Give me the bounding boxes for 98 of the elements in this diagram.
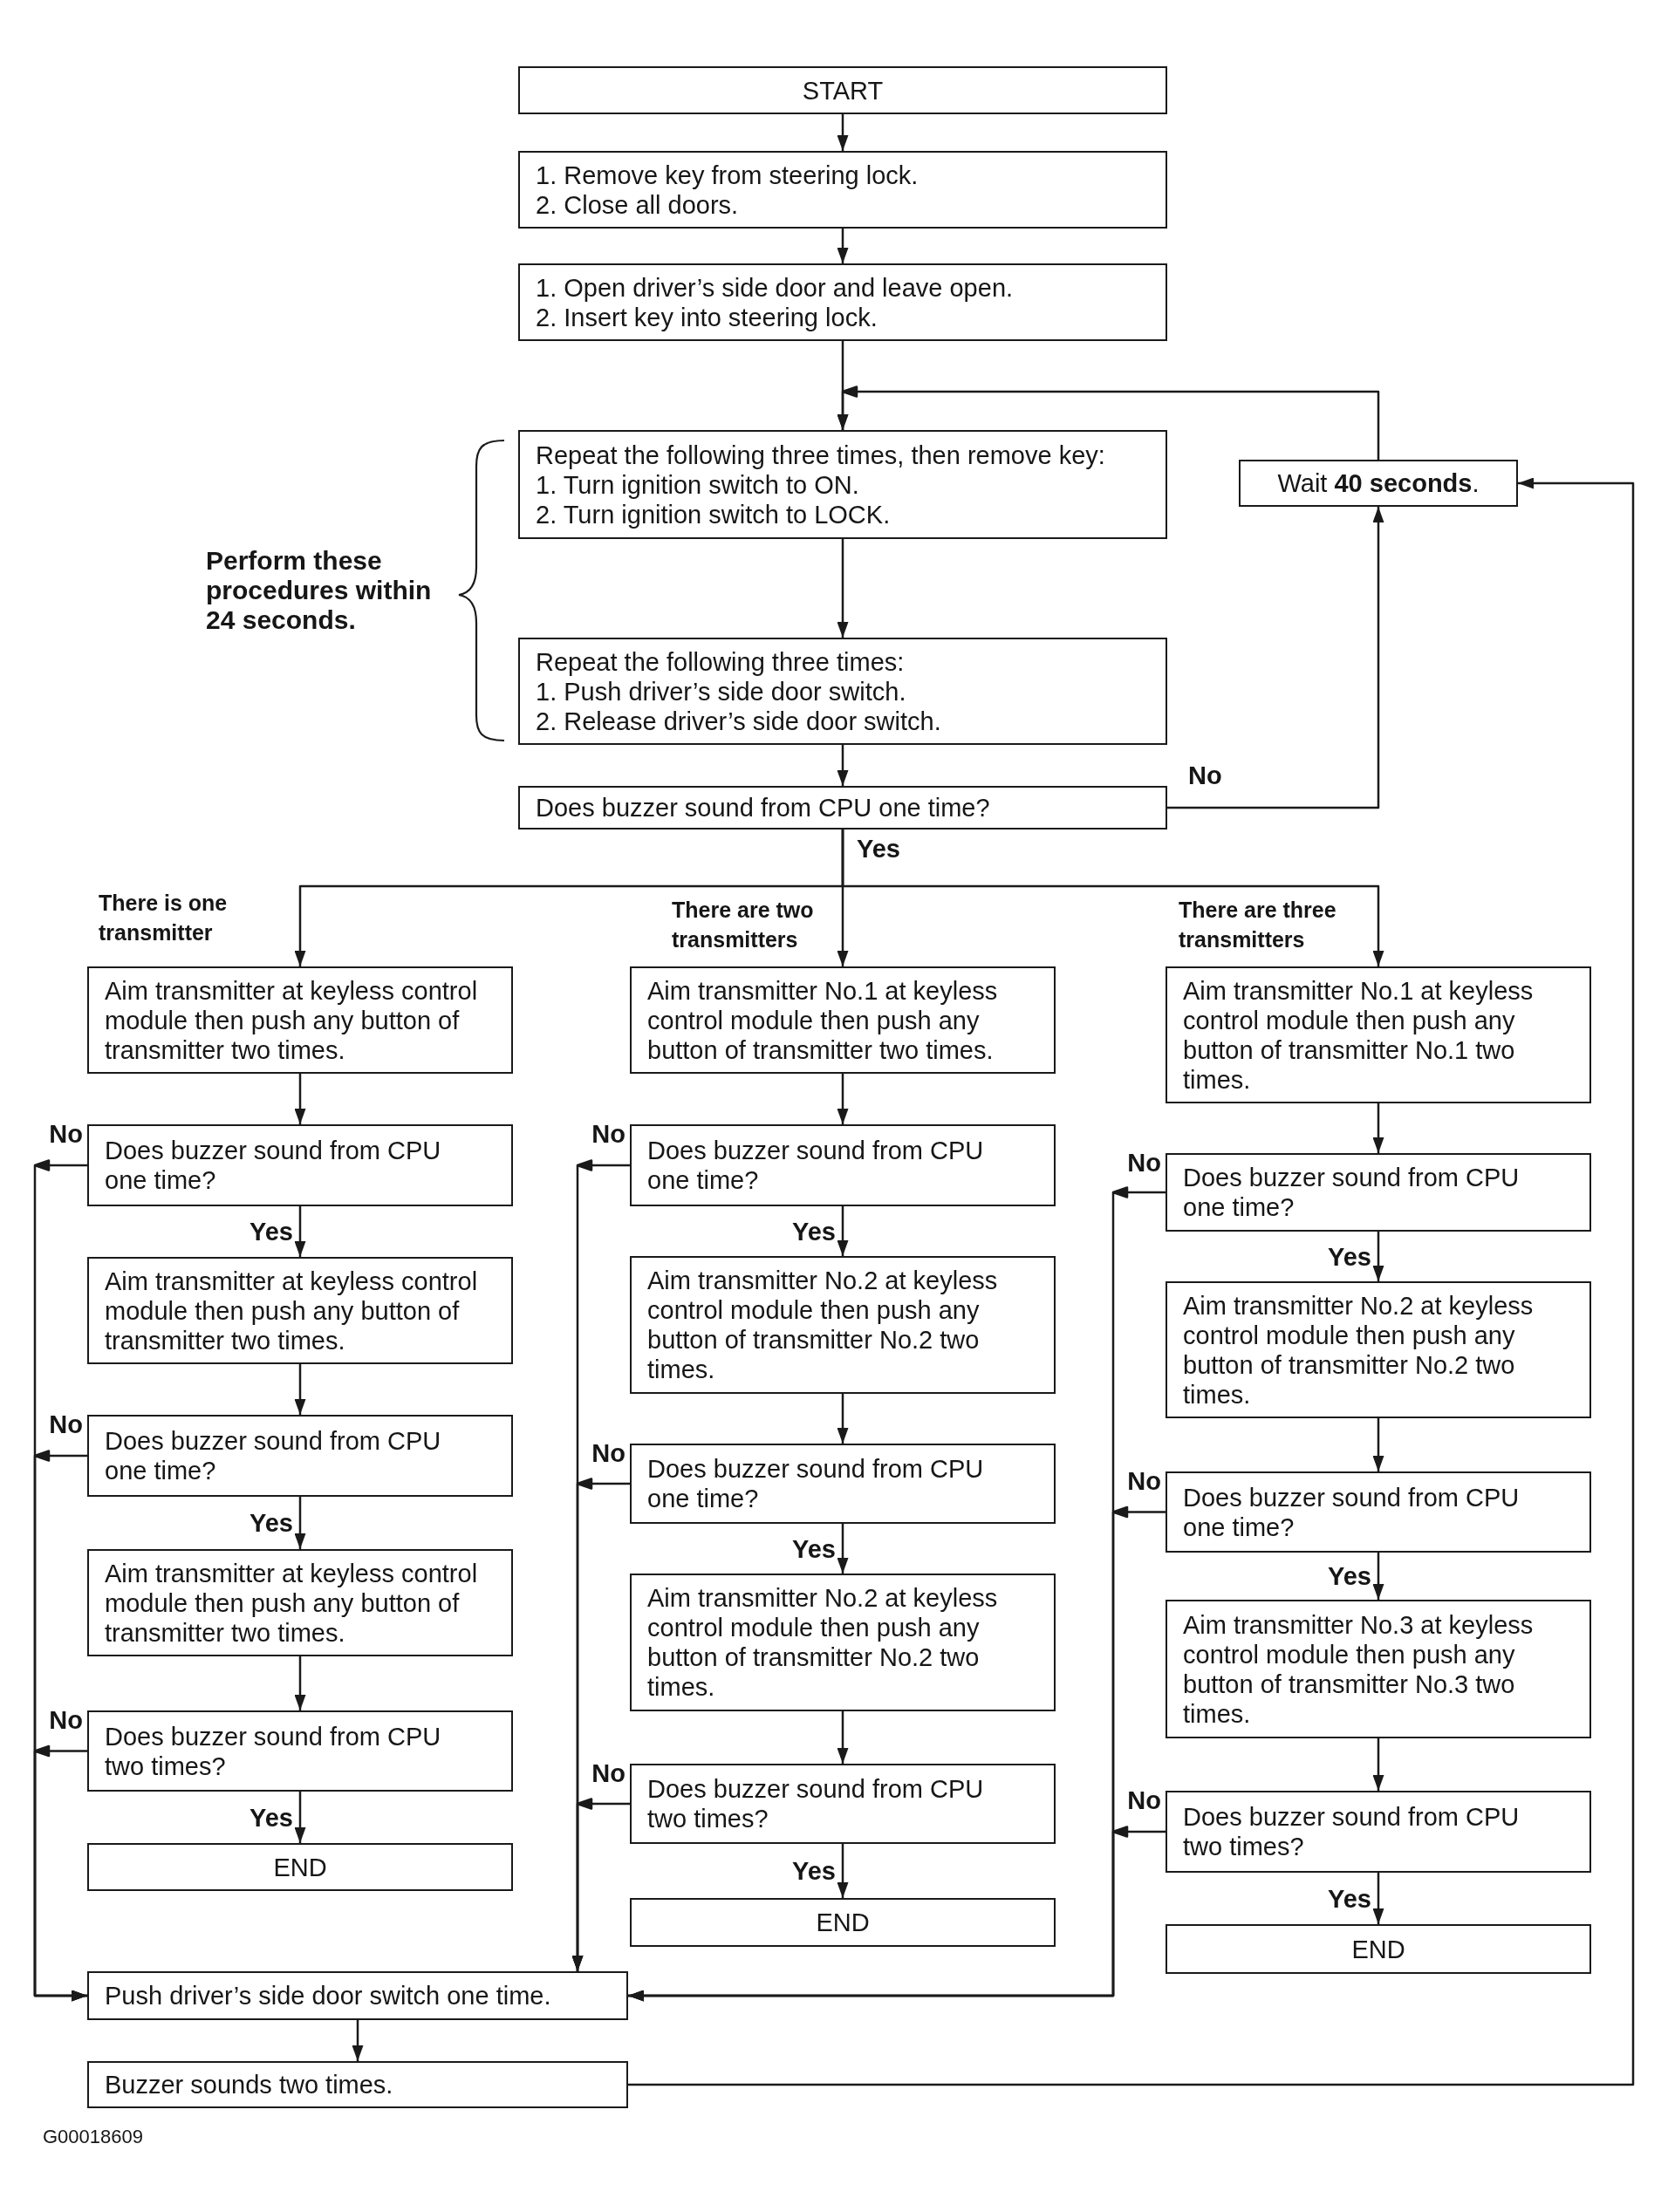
step-text: Aim transmitter No.2 at keyless control module then push any button of transmitter No.2 two times. xyxy=(647,1266,999,1384)
decision-box xyxy=(630,1764,1056,1844)
decision-box xyxy=(1166,1153,1591,1232)
terminal-box xyxy=(1166,1924,1591,1974)
question-text: Does buzzer sound from CPU two times? xyxy=(647,1774,985,1833)
step-text: 1. Open driver’s side door and leave open. xyxy=(536,272,1014,303)
flow-arrow xyxy=(841,830,1384,966)
process-box xyxy=(87,1257,513,1364)
flow-arrow xyxy=(294,1656,306,1710)
question-text: Does buzzer sound from CPU one time? xyxy=(1183,1163,1521,1222)
question-text: Does buzzer sound from CPU one time? xyxy=(105,1426,442,1485)
flow-arrow xyxy=(837,1844,849,1898)
decision-box xyxy=(87,1710,513,1792)
terminal-text: END xyxy=(273,1852,327,1882)
flow-arrow xyxy=(837,1206,849,1256)
terminal-box xyxy=(87,1843,513,1891)
step-text: 1. Push driver’s side door switch. xyxy=(536,676,906,707)
step-text: 1. Remove key from steering lock. xyxy=(536,160,919,190)
flow-arrow xyxy=(837,386,1380,461)
flow-arrow xyxy=(837,1074,849,1124)
flow-arrow xyxy=(628,477,1635,2086)
process-box xyxy=(1239,460,1518,507)
step-text: 2. Insert key into steering lock. xyxy=(536,302,878,332)
terminal-text: END xyxy=(816,1908,870,1937)
flow-arrow xyxy=(294,1074,306,1124)
note-text: Perform these procedures within 24 seconds. xyxy=(206,546,433,635)
process-box xyxy=(518,786,1167,830)
terminal-text: START xyxy=(802,75,884,106)
question-text: Does buzzer sound from CPU one time? xyxy=(647,1136,985,1195)
step-text: Aim transmitter No.2 at keyless control module then push any button of transmitter No.2 two times. xyxy=(1183,1290,1535,1410)
step-text: 2. Turn ignition switch to LOCK. xyxy=(536,499,891,529)
step-text: Push driver’s side door switch one time. xyxy=(105,1981,551,2011)
process-box xyxy=(630,1574,1056,1711)
flow-arrow xyxy=(1372,1873,1384,1924)
process-box xyxy=(630,1256,1056,1394)
process-box xyxy=(630,966,1056,1074)
flow-arrow xyxy=(837,114,849,151)
question-text: Does buzzer sound from CPU one time? xyxy=(105,1136,442,1195)
process-box xyxy=(87,2061,628,2108)
step-text: Does buzzer sound from CPU one time? xyxy=(536,793,990,823)
flow-arrow xyxy=(1372,1738,1384,1791)
flow-arrow xyxy=(837,745,849,786)
step-text: Wait 40 seconds. xyxy=(1277,468,1480,498)
figure-id: G00018609 xyxy=(43,2125,143,2149)
flow-arrow xyxy=(294,1497,306,1549)
step-text: Repeat the following three times, then remove key: xyxy=(536,440,1105,470)
flow-arrow xyxy=(294,1792,306,1843)
step-text: Buzzer sounds two times. xyxy=(105,2070,393,2099)
flow-arrow xyxy=(837,229,849,263)
process-box xyxy=(87,966,513,1074)
flow-arrow xyxy=(837,539,849,638)
process-box xyxy=(87,1971,628,2020)
process-box xyxy=(87,1549,513,1656)
flow-arrow xyxy=(1167,507,1384,809)
step-text: Aim transmitter at keyless control module then push any button of transmitter two times. xyxy=(105,975,479,1065)
process-box xyxy=(518,263,1167,341)
branch-label: Yes xyxy=(857,834,900,864)
step-text: 1. Turn ignition switch to ON. xyxy=(536,469,859,500)
flow-arrow xyxy=(352,2020,364,2061)
decision-box xyxy=(1166,1471,1591,1553)
process-box xyxy=(518,638,1167,745)
process-box xyxy=(1166,1281,1591,1418)
decision-box xyxy=(630,1444,1056,1524)
flow-arrow xyxy=(837,1394,849,1444)
terminal-box xyxy=(630,1898,1056,1947)
terminal-text: END xyxy=(1351,1934,1405,1964)
step-text: Aim transmitter No.1 at keyless control module then push any button of transmitter No.1 two times. xyxy=(1183,975,1535,1095)
process-box xyxy=(1166,1600,1591,1738)
step-text: Aim transmitter No.2 at keyless control module then push any button of transmitter No.2 two times. xyxy=(647,1583,999,1702)
question-text: Does buzzer sound from CPU one time? xyxy=(1183,1482,1521,1542)
question-text: Does buzzer sound from CPU two times? xyxy=(1183,1802,1521,1861)
flow-arrow xyxy=(837,1524,849,1574)
terminal-box xyxy=(518,66,1167,114)
step-text: 2. Close all doors. xyxy=(536,189,739,220)
process-box xyxy=(1166,966,1591,1103)
flow-arrow xyxy=(837,1711,849,1764)
flow-arrow xyxy=(1372,1418,1384,1471)
step-text: Aim transmitter No.3 at keyless control module then push any button of transmitter No.3 two times. xyxy=(1183,1609,1535,1729)
step-text: Aim transmitter at keyless control module then push any button of transmitter two times. xyxy=(105,1558,479,1648)
step-text: 2. Release driver’s side door switch. xyxy=(536,706,941,736)
decision-box xyxy=(87,1124,513,1206)
step-text: Aim transmitter No.1 at keyless control module then push any button of transmitter two times. xyxy=(647,975,999,1065)
flow-arrow xyxy=(33,1744,89,2002)
flow-arrow xyxy=(1372,1553,1384,1600)
decision-box xyxy=(1166,1791,1591,1873)
step-text: Aim transmitter at keyless control module then push any button of transmitter two times. xyxy=(105,1266,479,1355)
flow-arrow xyxy=(1372,1103,1384,1153)
step-text: Repeat the following three times: xyxy=(536,646,905,677)
question-text: Does buzzer sound from CPU one time? xyxy=(647,1454,985,1513)
flow-arrow xyxy=(294,1206,306,1257)
question-text: Does buzzer sound from CPU two times? xyxy=(105,1721,442,1781)
decision-box xyxy=(630,1124,1056,1206)
flow-arrow xyxy=(571,1798,632,1973)
process-box xyxy=(518,430,1167,539)
decision-box xyxy=(87,1415,513,1497)
flow-arrow xyxy=(294,1364,306,1415)
process-box xyxy=(518,151,1167,229)
flow-arrow xyxy=(1372,1232,1384,1281)
